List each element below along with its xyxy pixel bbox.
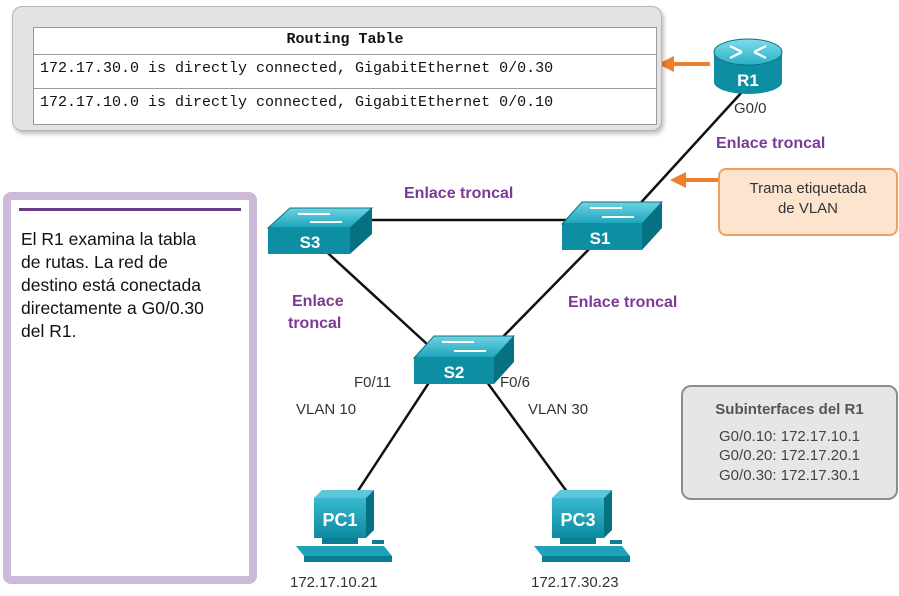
switch-s3-icon [266, 207, 374, 254]
switch-s1-icon [560, 201, 664, 250]
trunk-label-s3-s2-line1: Enlace [292, 293, 344, 310]
subinterface-row: G0/0.10: 172.17.10.1 [719, 428, 860, 445]
routing-table-row: 172.17.30.0 is directly connected, Gigab… [34, 54, 656, 82]
callout-line2: de VLAN [777, 200, 839, 217]
arrow-to-link [670, 172, 718, 188]
trunk-label-s3-s2-line2: troncal [288, 315, 342, 332]
switch-s2-icon [412, 335, 516, 384]
explanation-divider [19, 208, 241, 211]
routing-table-title: Routing Table [286, 31, 404, 48]
subinterface-row: G0/0.20: 172.17.20.1 [719, 447, 860, 464]
explanation-line: directamente a G0/0.30 [21, 298, 204, 318]
s1-label: S1 [590, 229, 611, 248]
explanation-line: de rutas. La red de [21, 252, 168, 272]
explanation-line: del R1. [21, 321, 77, 341]
r1-port-label: G0/0 [734, 100, 767, 117]
routing-table-row: 172.17.10.0 is directly connected, Gigab… [34, 88, 656, 116]
tagged-frame-callout: Trama etiquetada de VLAN [718, 168, 898, 236]
pc3-ip-label: 172.17.30.23 [531, 574, 619, 591]
subinterfaces-panel: Subinterfaces del R1 G0/0.10: 172.17.10.… [681, 385, 898, 500]
routing-table-panel: Routing Table 172.17.30.0 is directly co… [12, 6, 662, 131]
trunk-label-r1-s1: Enlace troncal [716, 135, 826, 152]
link-s2-pc1 [350, 377, 434, 501]
pc1-ip-label: 172.17.10.21 [290, 574, 378, 591]
pc1-icon [296, 490, 392, 562]
trunk-label-s3-s1: Enlace troncal [404, 185, 514, 202]
explanation-line: destino está conectada [21, 275, 201, 295]
s2-label: S2 [444, 363, 465, 382]
r1-label: R1 [737, 71, 759, 90]
trunk-label-s1-s2: Enlace troncal [568, 294, 678, 311]
s2-port-right-label: F0/6 [500, 374, 531, 391]
s2-port-left-label: F0/11 [354, 374, 392, 391]
callout-line1: Trama etiquetada [749, 180, 867, 197]
subinterfaces-title: Subinterfaces del R1 [715, 401, 864, 418]
link-s1-s2 [489, 241, 597, 351]
s2-vlan-right-label: VLAN 30 [528, 401, 589, 418]
s3-label: S3 [300, 233, 321, 252]
arrow-to-r1 [658, 56, 710, 72]
link-r1-s1 [635, 91, 743, 209]
link-s3-s2 [317, 243, 441, 357]
explanation-panel: El R1 examina la tabla de rutas. La red … [3, 192, 257, 584]
explanation-text: El R1 examina la tabla de rutas. La red … [21, 228, 253, 343]
link-s2-pc3 [482, 377, 575, 501]
routing-table: Routing Table 172.17.30.0 is directly co… [33, 27, 657, 125]
subinterface-row: G0/0.30: 172.17.30.1 [719, 467, 860, 484]
pc3-label: PC3 [560, 510, 595, 530]
s2-vlan-left-label: VLAN 10 [296, 401, 357, 418]
pc3-icon [534, 490, 630, 562]
router-r1-icon [713, 38, 783, 94]
pc1-label: PC1 [322, 510, 357, 530]
explanation-line: El R1 examina la tabla [21, 229, 197, 249]
